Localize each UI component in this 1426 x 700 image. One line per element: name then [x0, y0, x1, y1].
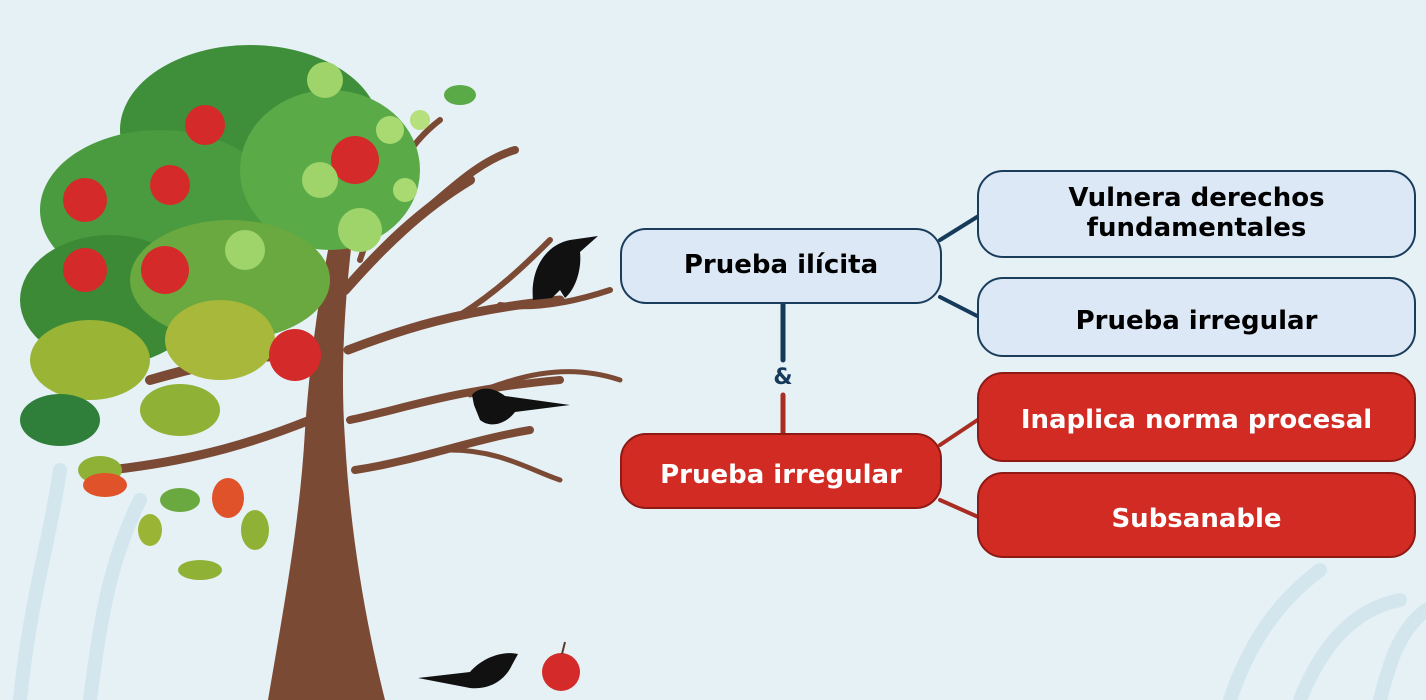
branch-node-prueba-irregular-top: Prueba irregular: [977, 277, 1416, 357]
branch-node-inaplica: Inaplica norma procesal: [977, 372, 1416, 462]
main-node-top-label: Prueba ilícita: [683, 250, 879, 281]
main-node-prueba-irregular: Prueba irregular: [620, 433, 942, 509]
tree-illustration: [20, 45, 623, 700]
bird-top: [532, 236, 598, 300]
background-decoration: [13, 463, 1426, 700]
ampersand-connector: &: [773, 365, 793, 390]
tree-trunk: [268, 240, 385, 700]
branch-prueba-irregular-top-label: Prueba irregular: [1075, 306, 1318, 337]
tree-apples: [63, 62, 430, 381]
bird-silhouettes: [418, 236, 598, 689]
branch-node-vulnera: Vulnera derechos fundamentales: [977, 170, 1416, 258]
branch-vulnera-label: Vulnera derechos fundamentales: [1068, 183, 1325, 243]
bird-ground: [418, 653, 518, 689]
tree-foliage: [20, 45, 476, 580]
branch-subsanable-label: Subsanable: [1111, 504, 1282, 535]
branch-inaplica-label: Inaplica norma procesal: [1020, 405, 1373, 436]
main-node-bottom-label: Prueba irregular: [660, 460, 902, 491]
bird-middle: [472, 388, 570, 425]
main-node-prueba-ilicita: Prueba ilícita: [620, 228, 942, 304]
fallen-apple: [542, 641, 580, 691]
branch-node-subsanable: Subsanable: [977, 472, 1416, 558]
